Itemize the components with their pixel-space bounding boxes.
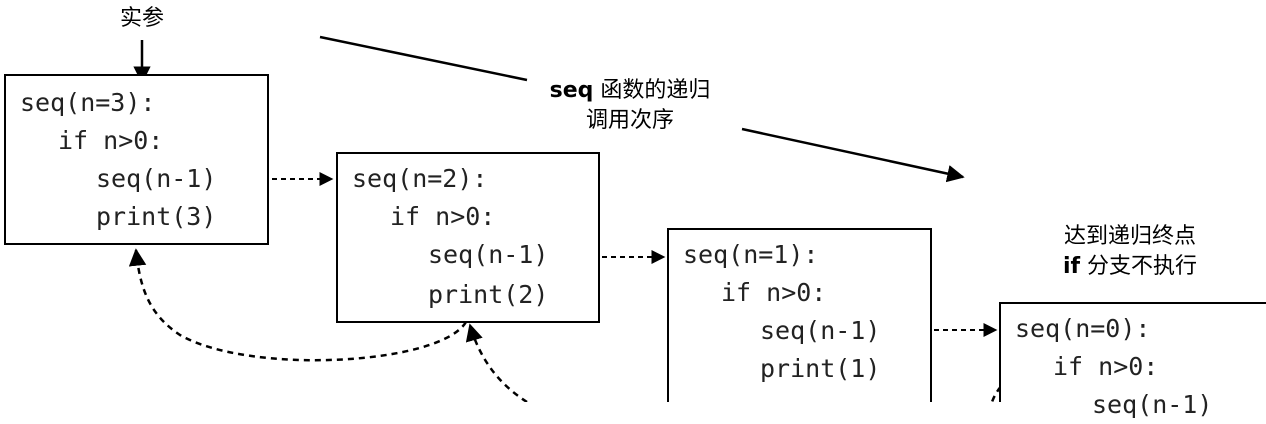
- frame-n0-call: seq(n-1): [1092, 390, 1213, 419]
- frame-n3-box: [4, 74, 269, 245]
- frame-n3-call: seq(n-1): [96, 164, 217, 193]
- recursion-end-keyword: if: [1062, 254, 1081, 279]
- frame-n2-print: print(2): [428, 280, 549, 309]
- frame-n2-box: [336, 152, 600, 323]
- frame-n3-header: seq(n=3):: [20, 88, 156, 117]
- call-order-line2: 调用次序: [585, 108, 674, 133]
- frame-n0-cond: if n>0:: [1053, 352, 1159, 381]
- recursion-end-line2: if 分支不执行: [1020, 252, 1240, 282]
- frame-n1-cond: if n>0:: [721, 278, 827, 307]
- recursion-diagram: 实参 seq 函数的递归 调用次序 达到递归终点 if 分支不执行 seq(n=…: [4, 4, 1266, 419]
- actual-param-text: 实参: [119, 6, 164, 31]
- frame-n1-box: [667, 228, 932, 402]
- frame-n2-cond: if n>0:: [390, 202, 496, 231]
- return-arc-2-to-1: [128, 248, 468, 362]
- frame-n2-header: seq(n=2):: [352, 164, 488, 193]
- frame-n3-print: print(3): [96, 202, 217, 231]
- recursion-end-line2-rest: 分支不执行: [1080, 254, 1198, 279]
- frame-n0-box: [999, 302, 1266, 402]
- frame-n0-header: seq(n=0):: [1015, 314, 1151, 343]
- call-order-line1: seq 函数的递归: [510, 76, 750, 106]
- call-order-arrow-start: [319, 35, 528, 82]
- call-order-arrow-end: [741, 127, 965, 183]
- frame-n1-header: seq(n=1):: [683, 240, 819, 269]
- call-order-func-name: seq: [549, 78, 594, 103]
- frame-n1-call: seq(n-1): [760, 316, 881, 345]
- return-arc-from-4: [990, 364, 1051, 402]
- frame-n2-call: seq(n-1): [428, 240, 549, 269]
- frame-n1-print: print(1): [760, 354, 881, 383]
- actual-param-label: 实参: [112, 4, 172, 34]
- frame-n3-cond: if n>0:: [58, 126, 164, 155]
- recursion-end-line1: 达到递归终点: [1063, 224, 1196, 249]
- recursion-end-label: 达到递归终点 if 分支不执行: [1020, 222, 1240, 282]
- return-arc-3-to-2: [465, 323, 528, 402]
- call-order-line1-rest: 函数的递归: [593, 78, 711, 103]
- call-order-label: seq 函数的递归 调用次序: [510, 76, 750, 136]
